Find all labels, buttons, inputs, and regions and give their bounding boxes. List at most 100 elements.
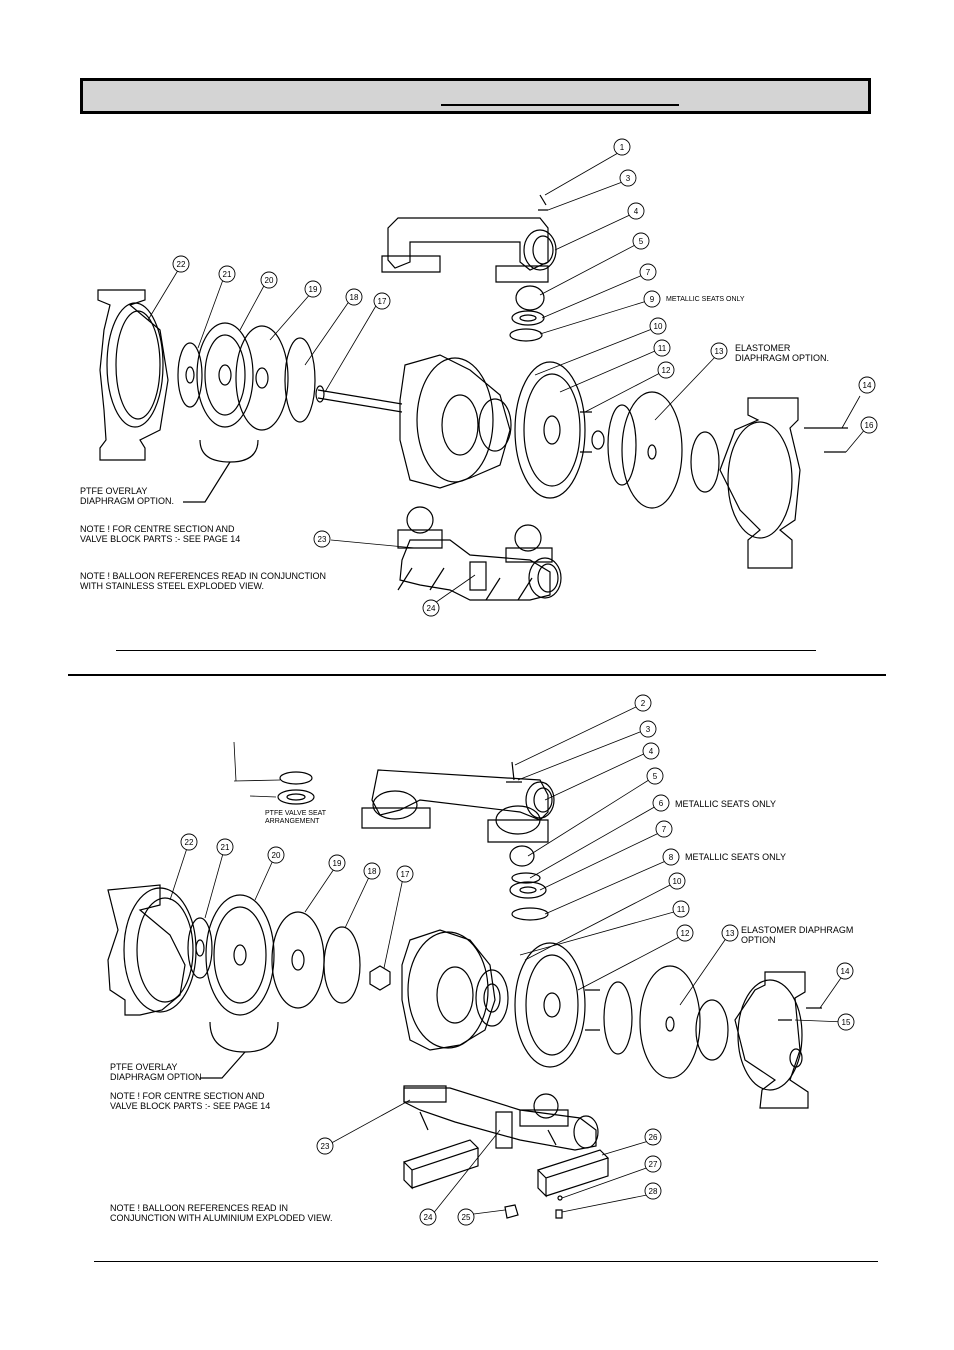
- a-top-manifold: [381, 217, 557, 283]
- b-balloon-label: 7: [662, 825, 667, 834]
- b-left-chamber: [107, 884, 197, 1016]
- b-balloon-label: 19: [333, 859, 342, 868]
- leader-lines: [147, 152, 867, 1216]
- a-balloon-label: 18: [350, 293, 359, 302]
- b-bar-26a: [402, 1139, 480, 1190]
- b-centre-section: [401, 929, 509, 1051]
- a-diaphragm-13: [621, 391, 683, 509]
- a-bottom-manifold: [397, 506, 562, 601]
- header-title-underline: [441, 104, 679, 106]
- a-shaft-17: [317, 389, 403, 413]
- b-balloon-label: 22: [185, 838, 194, 847]
- b-bottom-manifold: [403, 1085, 599, 1151]
- b-balloon-label: 20: [272, 851, 281, 860]
- b-washer-27: [557, 1195, 563, 1201]
- b-seat-7: [509, 881, 547, 899]
- b-balloon-28: 28: [644, 1182, 662, 1200]
- b-balloon-5: 5: [646, 767, 664, 785]
- a-plate-13a: [607, 404, 637, 486]
- b-balloon-2: 2: [634, 694, 652, 712]
- a-balloon-11: 11: [653, 339, 671, 357]
- b-label-metallic-seats-8: METALLIC SEATS ONLY: [685, 852, 787, 862]
- a-ball-5: [515, 285, 545, 311]
- b-balloon-23: 23: [316, 1137, 334, 1155]
- b-balloon-17: 17: [396, 865, 414, 883]
- b-bar-26b: [536, 1149, 610, 1198]
- a-diaphragm-20: [196, 322, 254, 428]
- b-balloon-label: 4: [649, 747, 654, 756]
- b-balloon-label: 12: [681, 929, 690, 938]
- b-balloon-label: 13: [726, 929, 735, 938]
- b-bolts-14-15: [778, 1007, 822, 1021]
- a-bolt-1: [538, 194, 548, 211]
- a-balloon-label: 24: [427, 604, 436, 613]
- a-balloon-label: 20: [265, 276, 274, 285]
- page-bottom-rule: [94, 1261, 878, 1262]
- a-balloon-22: 22: [172, 255, 190, 273]
- b-balloon-26: 26: [644, 1128, 662, 1146]
- a-balloon-3: 3: [619, 169, 637, 187]
- b-balloon-11: 11: [672, 900, 690, 918]
- a-right-chamber: [719, 397, 801, 569]
- b-balloon-label: 28: [649, 1187, 658, 1196]
- a-balloon-18: 18: [345, 288, 363, 306]
- a-balloon-label: 10: [654, 322, 663, 331]
- b-nut-17: [369, 965, 391, 991]
- a-balloon-23: 23: [313, 530, 331, 548]
- b-balloon-13: 13: [721, 924, 739, 942]
- a-balloon-label: 12: [662, 366, 671, 375]
- a-housing-11: [514, 361, 586, 499]
- a-balloon-12: 12: [657, 361, 675, 379]
- b-balloon-label: 11: [677, 905, 686, 914]
- b-balloon-12: 12: [676, 924, 694, 942]
- b-ptfe-bracket: [209, 1021, 279, 1053]
- b-block-25: [504, 1204, 519, 1219]
- section-divider: [68, 674, 886, 676]
- header-box: [80, 78, 871, 114]
- b-balloon-8: 8: [662, 848, 680, 866]
- a-balloon-9: 9: [643, 290, 661, 308]
- a-disc-21: [177, 342, 203, 408]
- b-label-ptfe-valve-seat: PTFE VALVE SEAT ARRANGEMENT: [265, 810, 327, 825]
- b-plate-18: [323, 926, 361, 1004]
- b-balloon-label: 26: [649, 1133, 658, 1142]
- b-oring-8: [279, 771, 313, 785]
- b-balloon-20: 20: [267, 846, 285, 864]
- b-diaphragm-19: [271, 911, 325, 1009]
- a-balloon-label: 19: [309, 285, 318, 294]
- b-balloon-label: 14: [841, 967, 850, 976]
- b-balloon-24: 24: [419, 1208, 437, 1226]
- b-label-elastomer: ELASTOMER DIAPHRAGM OPTION: [741, 925, 854, 945]
- b-balloon-label: 17: [401, 870, 410, 879]
- a-plate-18: [284, 337, 316, 423]
- b-balloon-label: 15: [842, 1018, 851, 1027]
- b-top-manifold: [361, 769, 555, 843]
- a-oring-9: [509, 328, 543, 342]
- a-balloon-1: 1: [613, 138, 631, 156]
- a-balloon-label: 23: [318, 535, 327, 544]
- a-balloon-label: 3: [626, 174, 631, 183]
- b-bolt-2: [506, 761, 522, 783]
- a-balloon-label: 11: [658, 344, 667, 353]
- b-balloon-27: 27: [644, 1155, 662, 1173]
- a-balloon-label: 14: [863, 381, 872, 390]
- b-plate-13b: [695, 999, 729, 1061]
- a-note-balloon: NOTE ! BALLOON REFERENCES READ IN CONJUN…: [80, 571, 327, 591]
- a-balloon-label: 9: [650, 295, 655, 304]
- b-balloon-label: 5: [653, 772, 658, 781]
- b-note-balloon: NOTE ! BALLOON REFERENCES READ IN CONJUN…: [110, 1203, 333, 1223]
- a-balloon-14: 14: [858, 376, 876, 394]
- b-balloon-label: 6: [659, 799, 664, 808]
- b-balloon-label: 27: [649, 1160, 658, 1169]
- b-balloon-label: 2: [641, 699, 646, 708]
- a-label-metallic-seats: METALLIC SEATS ONLY: [666, 296, 745, 303]
- b-oring-10: [511, 907, 549, 921]
- a-label-ptfe-overlay: PTFE OVERLAY DIAPHRAGM OPTION.: [80, 486, 175, 506]
- b-bolt-28: [555, 1209, 563, 1219]
- b-balloon-22: 22: [180, 833, 198, 851]
- a-balloon-label: 21: [223, 270, 232, 279]
- b-balloon-15: 15: [837, 1013, 855, 1031]
- b-note-centre: NOTE ! FOR CENTRE SECTION AND VALVE BLOC…: [110, 1091, 271, 1111]
- b-diaphragm-20: [205, 894, 275, 1016]
- a-balloon-label: 4: [634, 207, 639, 216]
